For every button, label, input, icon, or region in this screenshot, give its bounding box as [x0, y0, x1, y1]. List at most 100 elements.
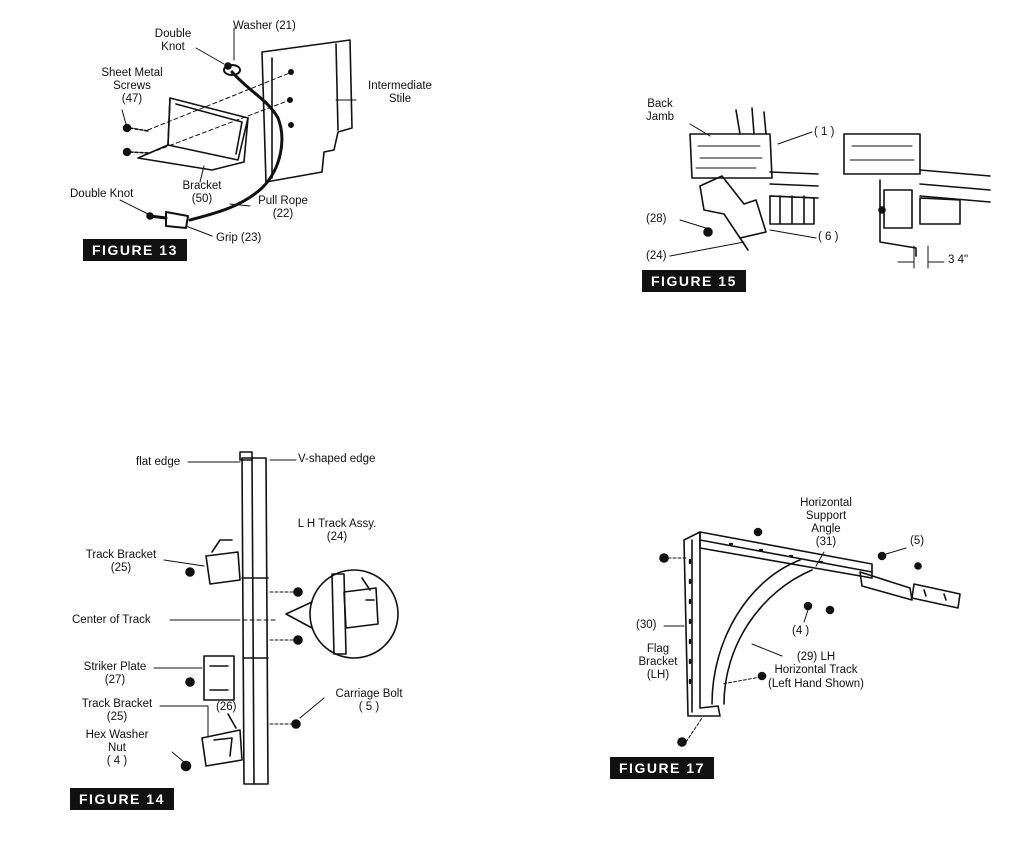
label-line: (50) — [191, 193, 213, 205]
intermediate-stile — [261, 39, 353, 183]
label-line: Back — [647, 98, 673, 110]
label-part-26: (26) — [216, 701, 237, 713]
screw-47-head — [122, 123, 132, 133]
label-part-5: (5) — [910, 535, 925, 547]
leader — [119, 199, 149, 215]
label-line: Stile — [388, 93, 412, 105]
label-line: (22) — [272, 208, 294, 220]
label-line: Knot — [161, 41, 185, 53]
label-line: (31) — [815, 536, 837, 548]
figure-13-badge: FIGURE 13 — [83, 239, 187, 261]
nut-4 — [825, 605, 835, 615]
carriage-bolt-5 — [293, 635, 303, 645]
label-line: Carriage Bolt — [335, 688, 403, 700]
horizontal-support-angle-31 — [699, 531, 873, 579]
leader — [885, 547, 907, 555]
leader — [159, 705, 209, 737]
label-line: (LH) — [646, 669, 670, 681]
bracket-lip — [175, 103, 243, 155]
leader — [669, 241, 745, 257]
detail-magnifier — [309, 569, 399, 659]
detail-bolts — [361, 577, 375, 601]
bolt-lines — [269, 591, 295, 725]
label-striker-plate: Striker Plate (27) — [74, 661, 156, 687]
label-line: Flag — [646, 643, 670, 655]
hex-nut — [185, 567, 195, 577]
label-center-of-track: Center of Track — [72, 614, 151, 626]
alignment-line — [147, 71, 293, 131]
back-jamb-block — [689, 133, 773, 179]
label-double-knot-top: Double Knot — [148, 28, 198, 54]
dimension-line — [897, 245, 945, 269]
label-line: Track Bracket — [81, 698, 153, 710]
label-line: Support — [805, 510, 847, 522]
leader — [229, 203, 251, 207]
bolt-28 — [703, 227, 713, 237]
label-part-6: ( 6 ) — [818, 231, 839, 243]
label-sheet-metal-screws: Sheet Metal Screws (47) — [92, 67, 172, 106]
label-flag-bracket: Flag Bracket (LH) — [630, 643, 686, 682]
label-line: Nut — [108, 742, 126, 754]
figure-15-drawing — [669, 107, 991, 269]
label-line: Intermediate — [368, 80, 432, 92]
label-part-4: (4 ) — [792, 625, 810, 637]
screw-47-head — [122, 147, 132, 157]
label-part-28: (28) — [646, 213, 667, 225]
track-bracket — [699, 175, 767, 239]
leader — [815, 551, 825, 567]
alignment-line — [149, 99, 291, 154]
label-horizontal-track: (29) LH Horizontal Track (Left Hand Show… — [756, 651, 876, 691]
leader — [803, 609, 809, 623]
bolt-lines — [667, 557, 767, 743]
label-line: (Left Hand Shown) — [768, 678, 864, 690]
label-hex-washer-nut: Hex Washer Nut ( 4 ) — [80, 729, 154, 768]
wall-lines — [769, 171, 819, 199]
figure-15-badge: FIGURE 15 — [642, 270, 746, 292]
label-line: Double — [154, 28, 192, 40]
label-line: Horizontal Track — [774, 664, 858, 676]
label-grip-23: Grip (23) — [216, 232, 262, 244]
label-line: Sheet Metal — [101, 67, 163, 79]
label-line: Hex Washer — [85, 729, 149, 741]
track-right — [879, 179, 917, 257]
track-inner-line — [251, 457, 255, 785]
leader — [199, 165, 205, 183]
bolt — [753, 527, 763, 537]
hex-nut — [185, 677, 195, 687]
stile-fold — [335, 43, 339, 131]
leader — [195, 47, 225, 65]
label-line: (47) — [121, 93, 143, 105]
label-track-bracket-bottom: Track Bracket (25) — [72, 698, 162, 724]
leader — [679, 219, 707, 229]
label-line: (25) — [106, 711, 128, 723]
label-line: Jamb — [645, 111, 675, 123]
label-back-jamb: Back Jamb — [638, 98, 682, 124]
leader — [769, 229, 817, 239]
track-bracket-25-bottom — [201, 729, 243, 767]
angle-holes — [728, 542, 824, 564]
label-line: Striker Plate — [83, 661, 147, 673]
label-line: ( 4 ) — [106, 755, 128, 767]
label-line: Bracket — [182, 180, 222, 192]
label-line: (24) — [326, 531, 348, 543]
track-extension — [911, 583, 961, 609]
label-line: Screws — [113, 80, 151, 92]
label-line: (29) LH — [796, 651, 836, 663]
track-joint — [241, 577, 269, 659]
label-intermediate-stile: Intermediate Stile — [358, 80, 442, 106]
label-washer-21: Washer (21) — [233, 20, 296, 32]
striker-plate-27 — [203, 655, 235, 701]
wood-grain — [849, 145, 915, 161]
leader — [777, 131, 813, 145]
pin — [739, 237, 749, 251]
label-double-knot-bottom: Double Knot — [70, 188, 134, 200]
wood-post — [735, 107, 767, 135]
leader — [185, 225, 213, 237]
label-bracket-50: Bracket (50) — [172, 180, 232, 206]
label-line: (25) — [110, 562, 132, 574]
bolt-26 — [227, 713, 237, 729]
screw-47 — [129, 151, 151, 154]
label-line: L H Track Assy. — [297, 518, 377, 530]
figure-17-badge: FIGURE 17 — [610, 757, 714, 779]
